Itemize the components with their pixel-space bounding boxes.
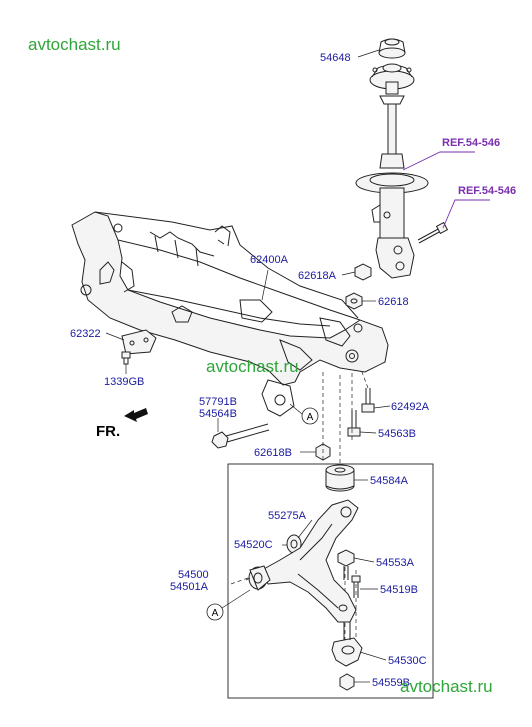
ball-joint-54530C-shape: [331, 622, 363, 667]
lead-55275A: [297, 519, 313, 539]
label-54559B: 54559B: [372, 677, 410, 689]
dash-4: [361, 371, 369, 389]
label-54500: 54500: [178, 569, 209, 581]
lead-54530C: [359, 651, 387, 661]
lead-62492A: [373, 405, 391, 409]
front-direction-indicator: FR.: [96, 408, 148, 440]
label-54553A: 54553A: [376, 557, 415, 569]
bushing-54520C-shape: [248, 565, 271, 591]
front-arrow-icon: [124, 408, 148, 422]
lower-arm-group-box: [227, 463, 434, 699]
lead-62322: [105, 332, 125, 341]
label-54584A: 54584A: [370, 475, 409, 487]
nut-62618-shape: [345, 292, 363, 310]
watermark-center: avtochast.ru: [206, 357, 299, 376]
label-57791B: 57791B: [199, 396, 237, 408]
crossmember-62400A: [71, 211, 389, 417]
svg-text:A: A: [307, 412, 314, 423]
ref-label-upper: REF.54-546: [442, 137, 500, 149]
strut-bolt: [417, 221, 449, 244]
label-54648: 54648: [320, 52, 351, 64]
lead-54553A: [353, 557, 375, 563]
nut-62618A-shape: [354, 263, 372, 281]
lead-54648: [357, 49, 380, 58]
label-62492A: 62492A: [391, 401, 430, 413]
ref-label-lower: REF.54-546: [458, 185, 516, 197]
ref-line-lower: [442, 199, 490, 229]
callout-a-upper: A: [289, 403, 319, 425]
label-62400A: 62400A: [250, 254, 289, 266]
label-54563B: 54563B: [378, 428, 416, 440]
svg-text:A: A: [212, 608, 219, 619]
bolt-62492A-shape: [361, 388, 375, 413]
bolt-54563B-shape: [347, 410, 361, 437]
bushing-54584A-shape: [325, 464, 355, 492]
lead-54500: [245, 577, 251, 581]
strut-mount-54648: [369, 38, 415, 105]
lead-62400A: [261, 269, 269, 301]
label-62618A: 62618A: [298, 270, 337, 282]
strut-body: [355, 103, 429, 279]
lower-arm-54500-shape: [261, 499, 359, 623]
bolt-1339GB-shape: [121, 351, 131, 365]
front-label: FR.: [96, 423, 120, 440]
lead-54563B: [359, 431, 377, 434]
label-54564B: 54564B: [199, 408, 237, 420]
bolt-54564B-shape: [211, 423, 270, 449]
label-54501A: 54501A: [170, 581, 209, 593]
lead-62618A: [341, 271, 356, 276]
bolt-54519B-shape: [351, 575, 361, 598]
label-54519B: 54519B: [380, 584, 418, 596]
label-54530C: 54530C: [388, 655, 427, 667]
label-55275A: 55275A: [268, 510, 307, 522]
label-62322: 62322: [70, 328, 101, 340]
bracket-62322-shape: [121, 329, 157, 355]
callout-a-lower: A: [206, 589, 251, 621]
label-62618B: 62618B: [254, 447, 292, 459]
watermark-bottom-right: avtochast.ru: [400, 677, 493, 696]
label-1339GB: 1339GB: [104, 376, 144, 388]
label-54520C: 54520C: [234, 539, 273, 551]
ref-line-upper: [402, 151, 475, 171]
label-62618: 62618: [378, 296, 409, 308]
bolt-54553A-shape: [337, 549, 355, 580]
watermark-top-left: avtochast.ru: [28, 35, 121, 54]
nut-54559B-shape: [339, 673, 355, 691]
dash-7: [227, 577, 249, 586]
